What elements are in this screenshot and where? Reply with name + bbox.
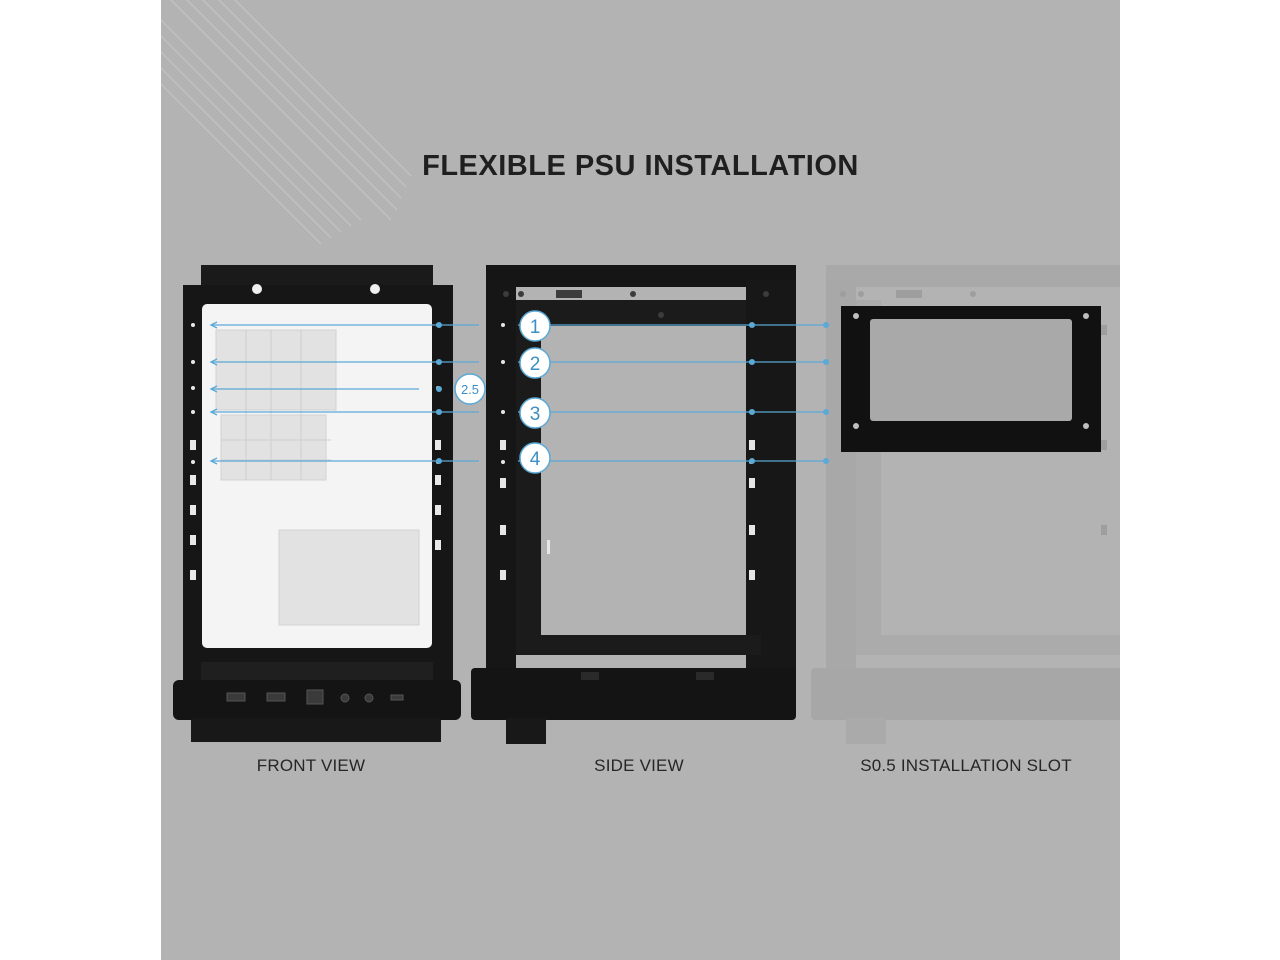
front-view-label: FRONT VIEW [256, 756, 366, 775]
svg-text:2: 2 [530, 354, 541, 375]
page-title: FLEXIBLE PSU INSTALLATION [422, 150, 859, 182]
svg-text:2.5: 2.5 [461, 382, 479, 397]
installation-slot-label: S0.5 INSTALLATION SLOT [860, 756, 1072, 775]
position-marker-1: 1 [519, 310, 551, 342]
decorative-stripes [161, 0, 412, 245]
svg-text:4: 4 [530, 449, 541, 470]
product-panel: FLEXIBLE PSU INSTALLATION [161, 0, 1120, 960]
side-view-label: SIDE VIEW [594, 756, 684, 775]
psu-bracket-s05 [841, 306, 1101, 452]
front-view-case [173, 265, 461, 742]
svg-text:1: 1 [530, 317, 541, 338]
position-marker-3: 3 [519, 397, 551, 429]
side-view-case [471, 265, 796, 744]
psu-diagram: 1 2 2.5 3 4 [173, 265, 1120, 744]
position-marker-2-5: 2.5 [454, 373, 486, 405]
psu-position-lines [209, 321, 829, 465]
svg-text:3: 3 [530, 404, 541, 425]
position-marker-2: 2 [519, 347, 551, 379]
position-marker-4: 4 [519, 442, 551, 474]
